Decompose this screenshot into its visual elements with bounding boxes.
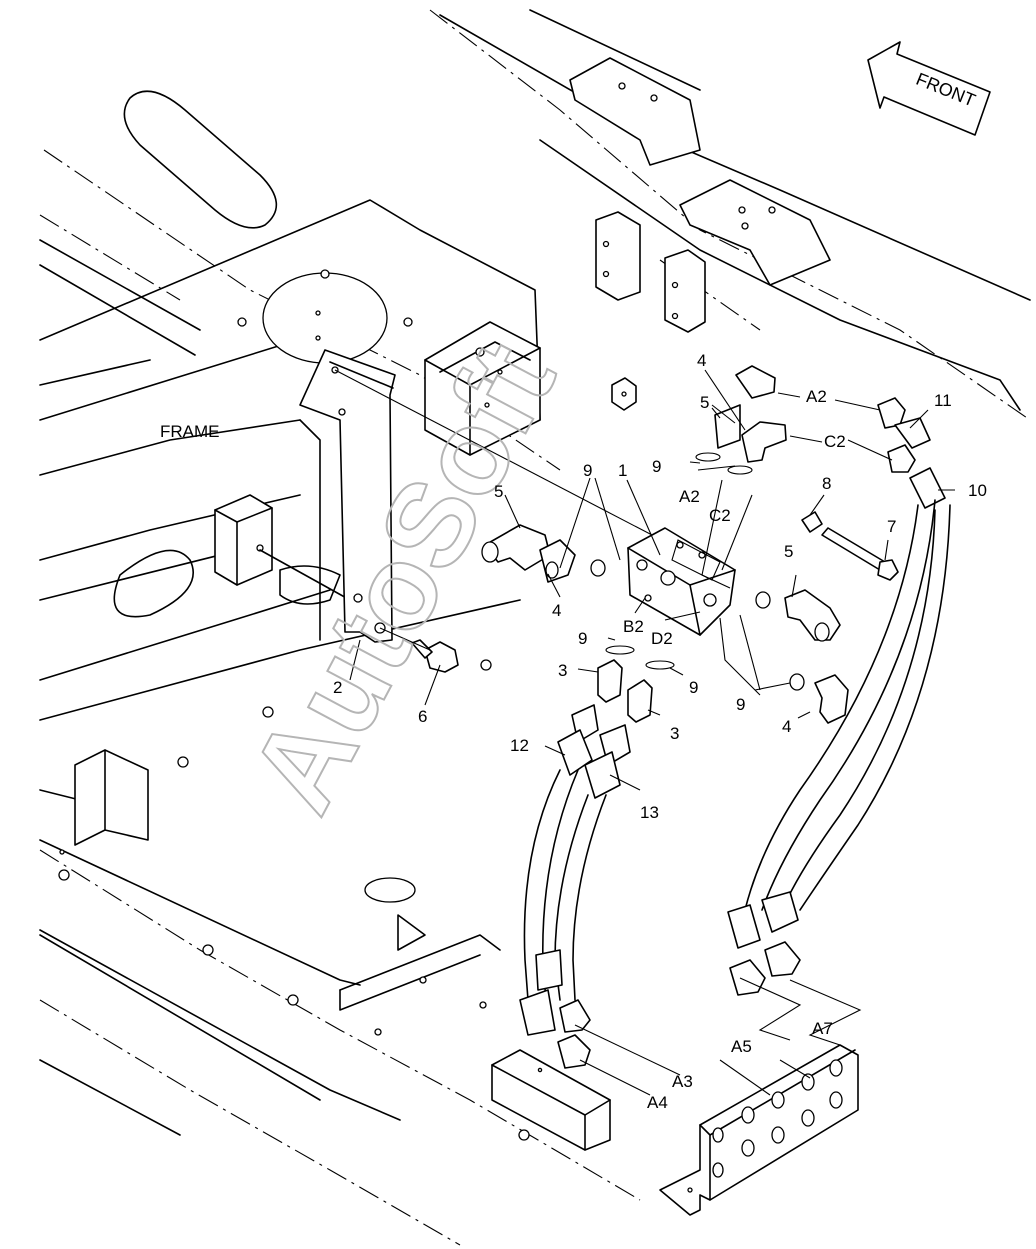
part-label-13: 13 bbox=[640, 803, 659, 822]
port-label-a3: A3 bbox=[672, 1072, 693, 1091]
frame-rails bbox=[39, 9, 1031, 411]
part-label-8: 8 bbox=[822, 474, 831, 493]
part-label-9c: 9 bbox=[578, 629, 587, 648]
port-label-a2-valve: A2 bbox=[679, 487, 700, 506]
part-1-valve-block bbox=[627, 527, 736, 636]
port-label-a7: A7 bbox=[812, 1019, 833, 1038]
part-7-bolt bbox=[821, 527, 899, 581]
part-6-bolt bbox=[379, 627, 459, 673]
part-label-4b: 4 bbox=[552, 601, 561, 620]
part-label-5b: 5 bbox=[494, 482, 503, 501]
part-label-4c: 4 bbox=[782, 717, 791, 736]
port-label-a2-top: A2 bbox=[806, 387, 827, 406]
front-arrow bbox=[867, 41, 991, 136]
part-label-9e: 9 bbox=[736, 695, 745, 714]
adapters-and-orings bbox=[597, 452, 753, 723]
part-label-5a: 5 bbox=[700, 393, 709, 412]
part-2-bracket bbox=[299, 349, 701, 643]
port-label-d2: D2 bbox=[651, 629, 673, 648]
part-label-3b: 3 bbox=[670, 724, 679, 743]
watermark-text: AutoSoft bbox=[225, 322, 581, 832]
part-label-3a: 3 bbox=[558, 661, 567, 680]
part-label-7: 7 bbox=[887, 517, 896, 536]
part-label-9a: 9 bbox=[652, 457, 661, 476]
port-label-a4: A4 bbox=[647, 1093, 668, 1112]
frame-oval-slot bbox=[123, 90, 278, 229]
part-label-4a: 4 bbox=[697, 351, 706, 370]
leader-lines bbox=[349, 369, 955, 1096]
hoses-10-11 bbox=[727, 397, 951, 996]
port-label-c2-valve: C2 bbox=[709, 506, 731, 525]
top-brackets bbox=[569, 57, 831, 411]
port-label-b2: B2 bbox=[623, 617, 644, 636]
port-label-a5: A5 bbox=[731, 1037, 752, 1056]
port-label-c2-top: C2 bbox=[824, 432, 846, 451]
part-label-6: 6 bbox=[418, 707, 427, 726]
main-frame bbox=[39, 199, 541, 721]
part-label-10: 10 bbox=[968, 481, 987, 500]
part-label-11: 11 bbox=[934, 391, 952, 410]
part-label-5c: 5 bbox=[784, 542, 793, 561]
floor-plate bbox=[39, 659, 611, 1151]
part-label-12: 12 bbox=[510, 736, 529, 755]
port-plate bbox=[659, 1044, 859, 1216]
frame-label: FRAME bbox=[160, 422, 220, 441]
part-label-2: 2 bbox=[333, 678, 342, 697]
part-label-9d: 9 bbox=[689, 678, 698, 697]
part-label-9b: 9 bbox=[583, 461, 592, 480]
elbow-fittings bbox=[481, 365, 849, 724]
part-label-1: 1 bbox=[618, 461, 627, 480]
hoses-12-13 bbox=[519, 704, 631, 1069]
